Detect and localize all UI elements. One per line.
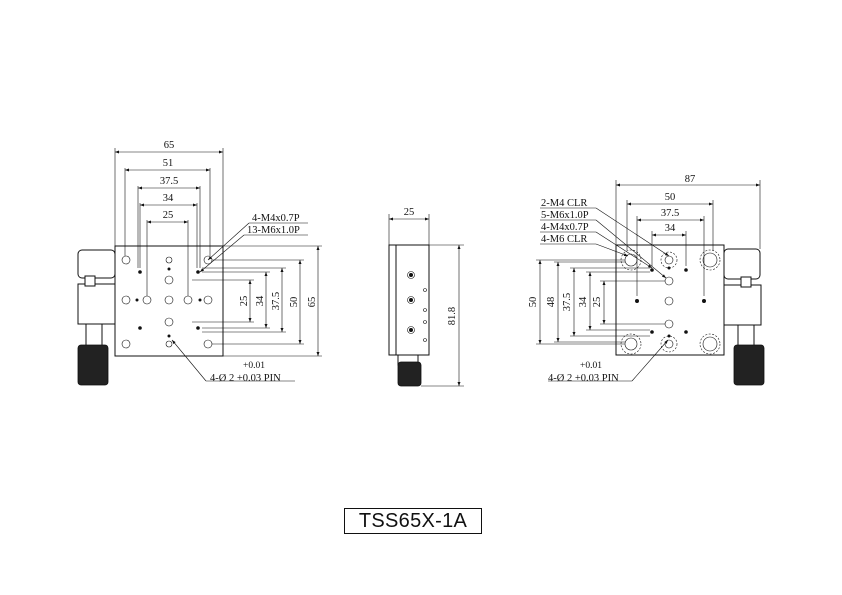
side-micrometer-knob bbox=[397, 361, 422, 387]
left-pin-note: 4-Ø 2 +0.03 PIN bbox=[210, 373, 281, 384]
left-top-dimensions bbox=[114, 148, 224, 296]
side-dim-top: 25 bbox=[404, 207, 415, 218]
model-title: TSS65X-1A bbox=[358, 509, 468, 532]
left-dim-right-3: 37.5 bbox=[271, 292, 282, 310]
left-view: 65 51 37.5 34 25 25 34 37.5 50 65 bbox=[77, 140, 322, 386]
left-callout-m4: 4-M4x0.7P bbox=[252, 213, 300, 224]
right-dim-left-2: 48 bbox=[546, 297, 557, 308]
left-dim-top-1: 65 bbox=[164, 140, 175, 151]
side-lower-plate bbox=[388, 244, 397, 356]
right-pin-tolerance: +0.01 bbox=[580, 361, 602, 371]
right-left-dimensions bbox=[536, 259, 665, 345]
left-stage-body bbox=[114, 245, 224, 357]
right-view: 87 50 37.5 34 50 48 37.5 34 25 bbox=[528, 174, 765, 386]
right-stage-body bbox=[615, 244, 725, 356]
left-dim-right-5: 65 bbox=[307, 297, 318, 308]
left-micrometer-shaft bbox=[84, 275, 96, 287]
right-callout-m6-clr: 4-M6 CLR bbox=[541, 234, 587, 245]
left-right-dimensions bbox=[192, 245, 322, 357]
right-holes bbox=[620, 249, 721, 355]
left-pin-tolerance: +0.01 bbox=[243, 361, 265, 371]
right-pin-note: 4-Ø 2 +0.03 PIN bbox=[548, 373, 619, 384]
right-dim-top-3: 37.5 bbox=[661, 208, 679, 219]
left-dim-top-3: 37.5 bbox=[160, 176, 178, 187]
right-dim-left-4: 34 bbox=[578, 296, 589, 307]
left-micrometer-collar bbox=[77, 283, 116, 325]
side-holes bbox=[407, 271, 427, 342]
right-top-dimensions bbox=[615, 180, 761, 296]
right-callout-m4-clr: 2-M4 CLR bbox=[541, 198, 587, 209]
model-title-box: TSS65X-1A bbox=[344, 508, 482, 534]
right-dim-left-3: 37.5 bbox=[562, 293, 573, 311]
left-dim-right-2: 34 bbox=[255, 295, 266, 306]
side-view: 25 81.8 bbox=[388, 207, 464, 387]
right-dim-top-1: 87 bbox=[685, 174, 696, 185]
left-side-block bbox=[77, 249, 116, 279]
right-micrometer-knob bbox=[733, 344, 765, 386]
left-dim-right-4: 50 bbox=[289, 297, 300, 308]
right-dim-top-2: 50 bbox=[665, 192, 676, 203]
left-dim-top-5: 25 bbox=[163, 210, 174, 221]
right-micrometer-sleeve bbox=[737, 324, 755, 348]
left-callout-m6: 13-M6x1.0P bbox=[247, 225, 300, 236]
right-callout-m4: 4-M4x0.7P bbox=[541, 222, 589, 233]
side-dimensions bbox=[388, 214, 464, 387]
right-side-block bbox=[723, 248, 761, 280]
right-callout-leaders bbox=[540, 207, 670, 382]
right-micrometer-shaft bbox=[740, 276, 752, 288]
left-micrometer-knob bbox=[77, 344, 109, 386]
right-dim-left-1: 50 bbox=[528, 297, 539, 308]
right-dim-left-5: 25 bbox=[592, 297, 603, 308]
left-dim-top-4: 34 bbox=[163, 193, 174, 204]
left-micrometer-sleeve bbox=[85, 323, 103, 347]
side-dim-right: 81.8 bbox=[447, 307, 458, 325]
left-dim-top-2: 51 bbox=[163, 158, 174, 169]
left-dim-right-1: 25 bbox=[239, 296, 250, 307]
right-callout-m6: 5-M6x1.0P bbox=[541, 210, 589, 221]
right-micrometer-collar bbox=[723, 284, 762, 326]
right-dim-top-4: 34 bbox=[665, 223, 676, 234]
left-callout-leaders bbox=[171, 222, 308, 382]
